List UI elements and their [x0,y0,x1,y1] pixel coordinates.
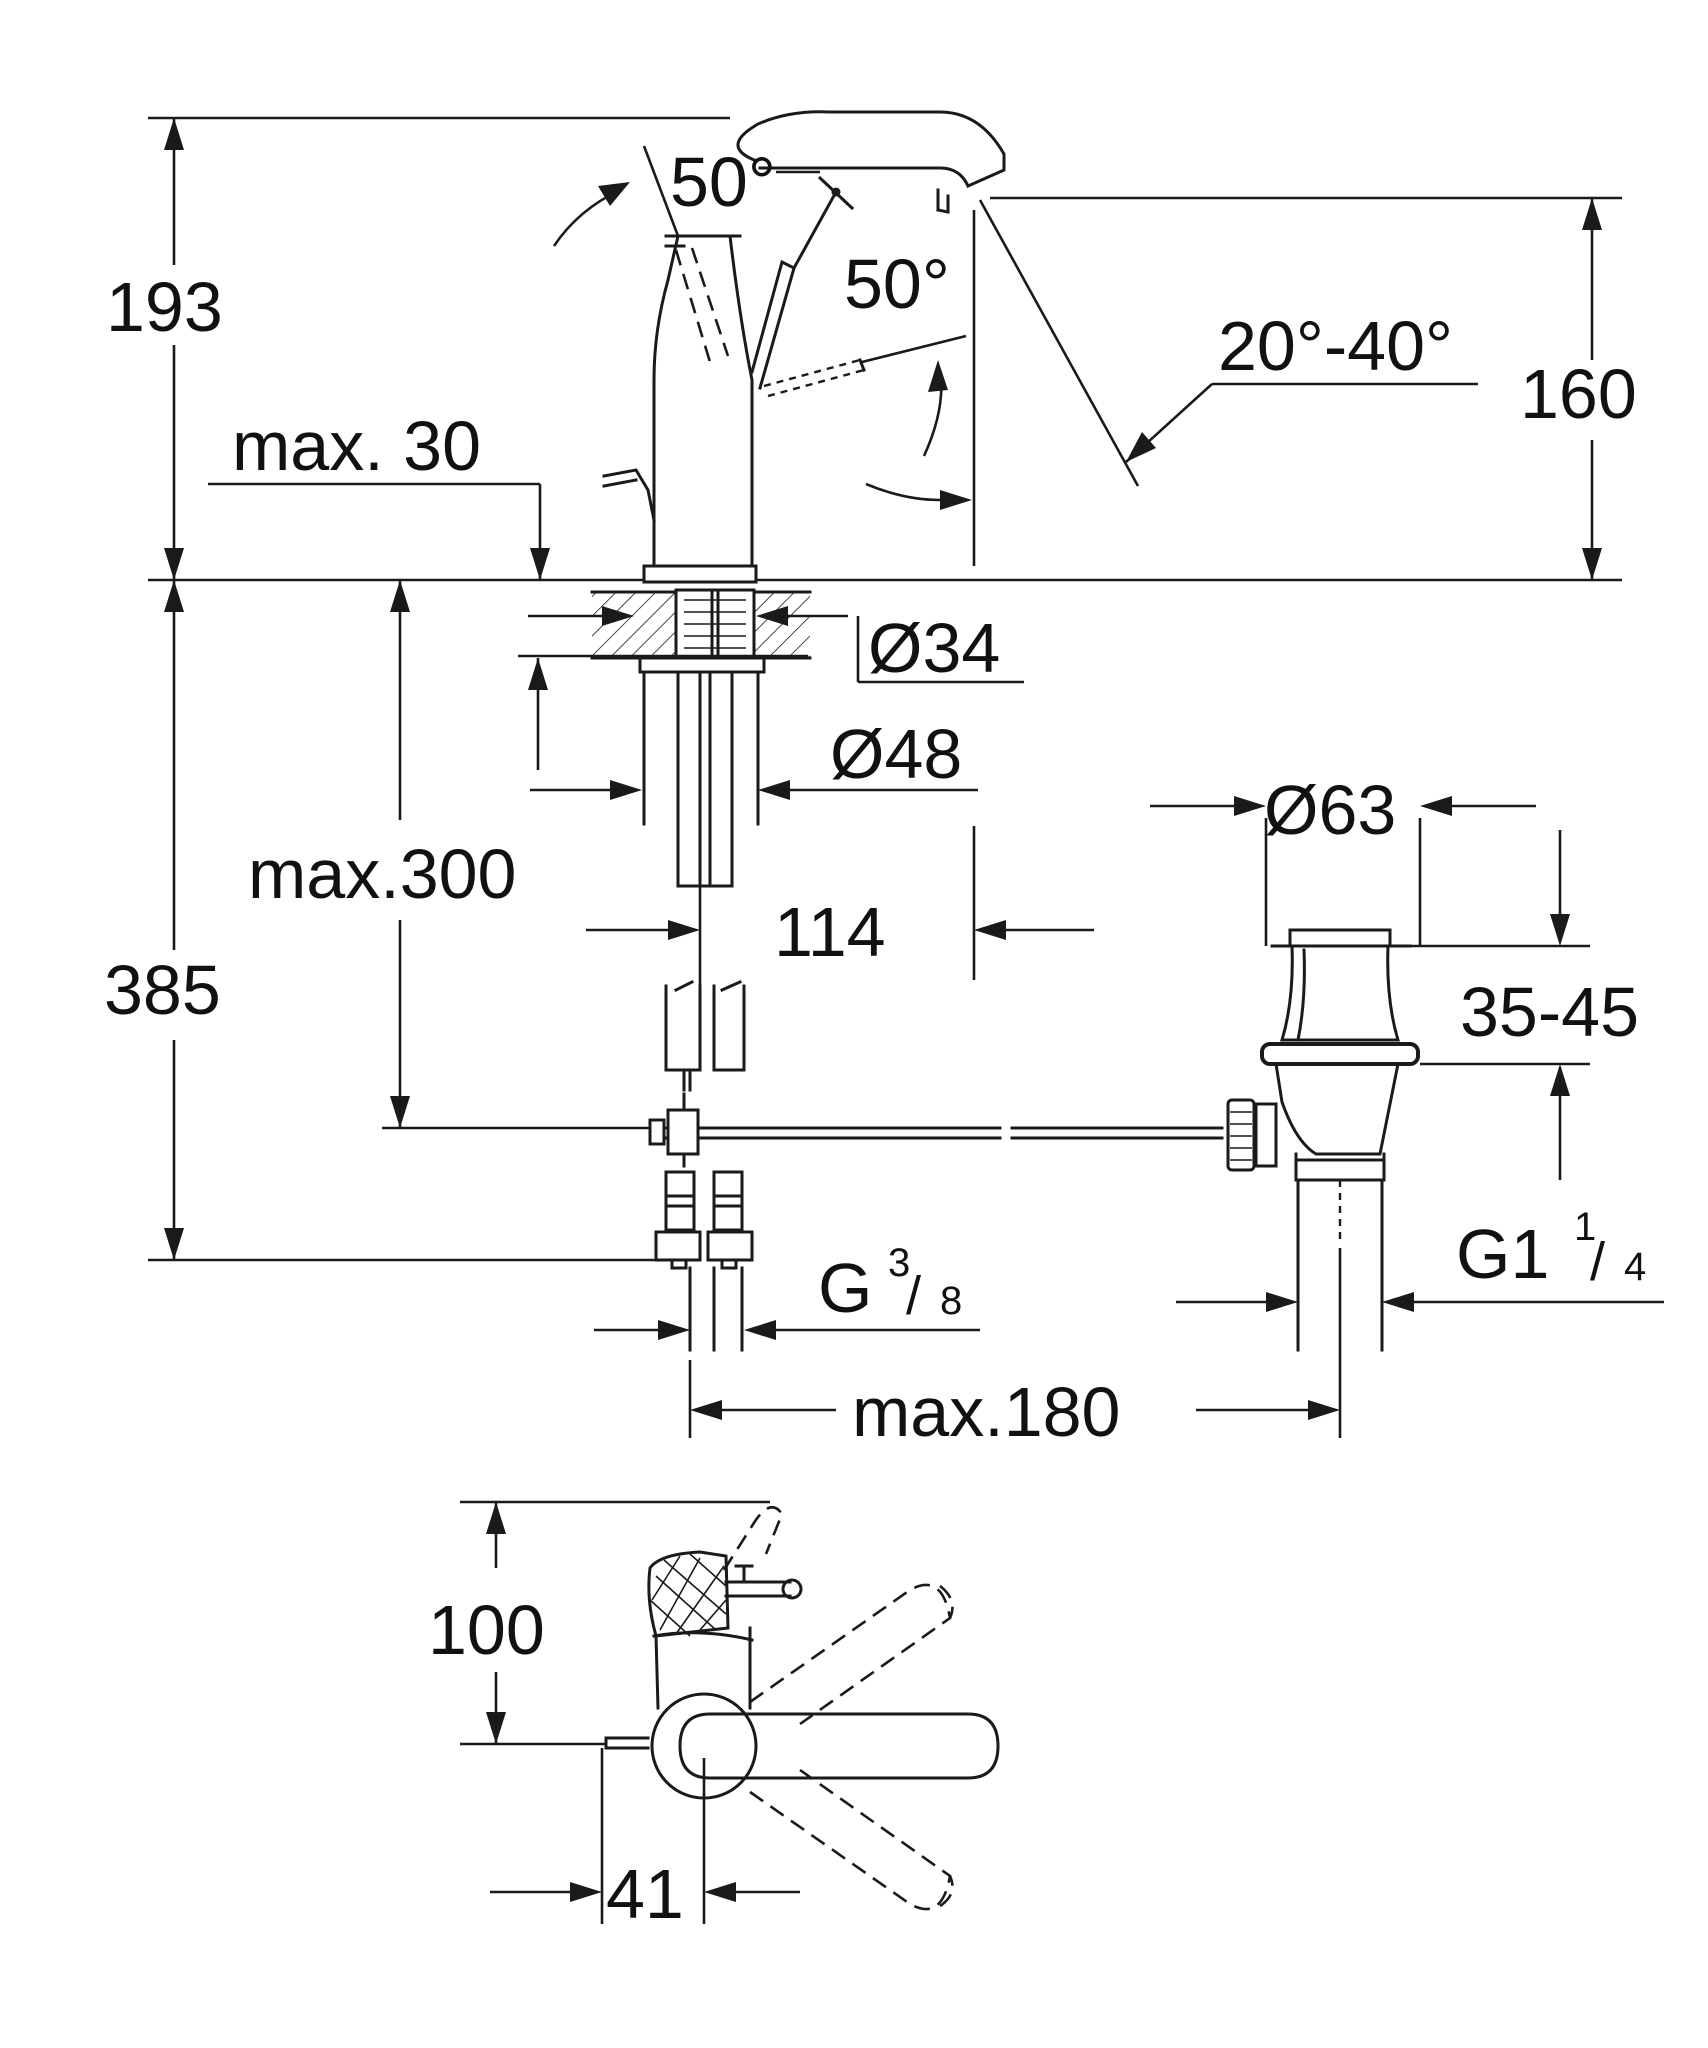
supply-connectors [654,1170,754,1352]
label-max-180: max.180 [852,1373,1120,1451]
supply-shanks [642,670,760,1092]
svg-text:3: 3 [888,1241,910,1285]
lever-alt-position [674,249,712,363]
svg-text:/: / [906,1266,921,1326]
handle-alt-down [749,1768,952,1911]
faucet-body [652,234,754,568]
svg-text:1: 1 [1574,1205,1596,1249]
label-diameter-48: Ø48 [830,715,962,793]
lever-handle [750,259,796,390]
dimension-lines [148,116,1664,1438]
label-114: 114 [774,893,886,971]
knurled-cap [647,1550,730,1638]
label-160: 160 [1520,355,1637,433]
svg-text:8: 8 [940,1279,962,1323]
waste-valve [1226,928,1420,1352]
label-max-300: max.300 [248,835,516,913]
base-flange [642,564,758,584]
faucet-side-view [148,110,1622,1352]
popup-linkage [648,1092,1224,1168]
popup-rod [602,468,656,522]
svg-text:G: G [818,1249,872,1327]
svg-text:G1: G1 [1456,1215,1549,1293]
label-20-40-degrees: 20°-40° [1218,307,1453,385]
label-50-degrees-upper: 50° [670,143,776,221]
label-41: 41 [606,1855,684,1933]
label-max-30: max. 30 [232,407,481,485]
handle-alt-up [749,1583,952,1726]
faucet-top-view [460,1500,1000,1924]
label-385: 385 [104,951,221,1029]
dimension-labels: 193 160 20°-40° 50° 50° max. 30 Ø34 Ø48 … [104,143,1646,1933]
label-diameter-63: Ø63 [1264,771,1396,849]
handle [678,1712,1000,1780]
label-diameter-34: Ø34 [868,609,1000,687]
svg-text:4: 4 [1624,1245,1646,1289]
lower-flange [638,656,766,674]
label-100: 100 [428,1591,545,1669]
label-g-3-8: G 3 / 8 [818,1241,962,1327]
lever-dashed-right [763,358,861,388]
label-g1-1-4: G1 1 / 4 [1456,1205,1646,1293]
label-35-45: 35-45 [1460,973,1639,1051]
svg-text:/: / [1590,1232,1605,1292]
label-50-degrees-lower: 50° [844,245,950,323]
spout [736,110,1006,188]
label-193: 193 [106,268,223,346]
